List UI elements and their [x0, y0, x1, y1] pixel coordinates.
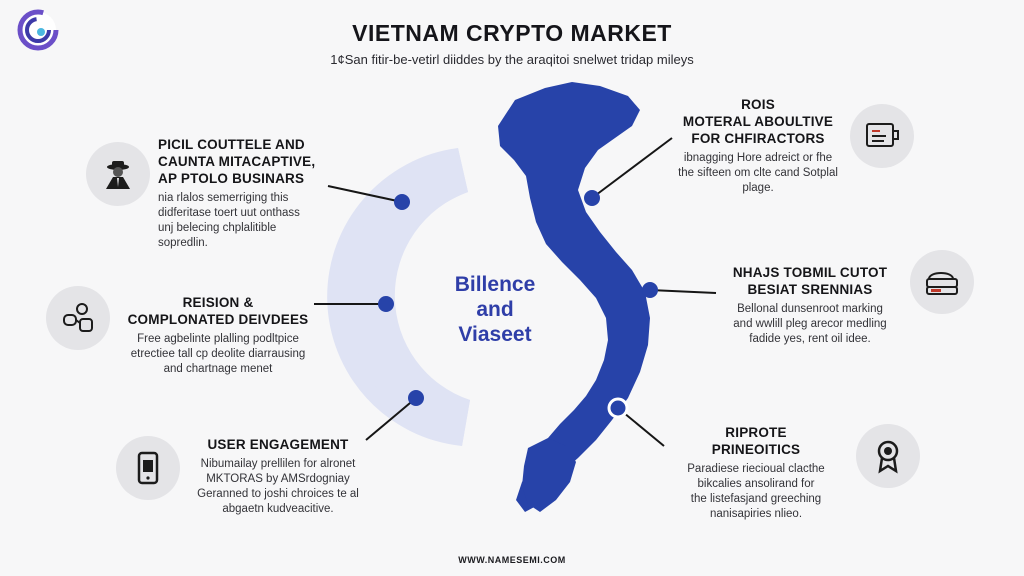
document-chart-icon: [850, 104, 914, 168]
connector-dot: [378, 296, 394, 312]
center-label: Billence and Viaseet: [454, 273, 536, 346]
block-bottom-left: USER ENGAGEMENT Nibumailay prellilen for…: [197, 437, 359, 515]
page-title: VIETNAM CRYPTO MARKET: [352, 20, 672, 46]
center-arc: [327, 148, 470, 446]
people-network-icon: [46, 286, 110, 350]
block-bottom-right: RIPROTE PRINEOITICS Paradiese riecioual …: [687, 425, 825, 520]
block-top-right: ROIS MOTERAL ABOULTIVE FOR CHFIRACTORS i…: [678, 97, 838, 194]
connector-dot-ring: [607, 397, 629, 419]
block-mid-left: REISION & COMPLONATED DEIVDEES Free agbe…: [127, 295, 309, 375]
footer-url: WWW.NAMESEMI.COM: [458, 555, 566, 565]
hardware-device-icon: [910, 250, 974, 314]
center-arc-outer: [347, 148, 470, 446]
block-mid-right: NHAJS TOBMIL CUTOT BESIAT SRENNIAS Bello…: [732, 265, 888, 345]
connector-dot: [584, 190, 600, 206]
spy-agent-icon: [86, 142, 150, 206]
block-top-left: PICIL COUTTELE AND CAUNTA MITACAPTIVE, A…: [158, 137, 316, 249]
connector-dot: [394, 194, 410, 210]
brand-logo: [17, 9, 59, 51]
mobile-phone-icon: [116, 436, 180, 500]
connector-dot: [408, 390, 424, 406]
award-badge-icon: [856, 424, 920, 488]
page-subtitle: 1¢San fitir-be-vetirl diiddes by the ara…: [330, 52, 694, 67]
vietnam-south-delta: [522, 438, 576, 512]
connector-dot: [642, 282, 658, 298]
